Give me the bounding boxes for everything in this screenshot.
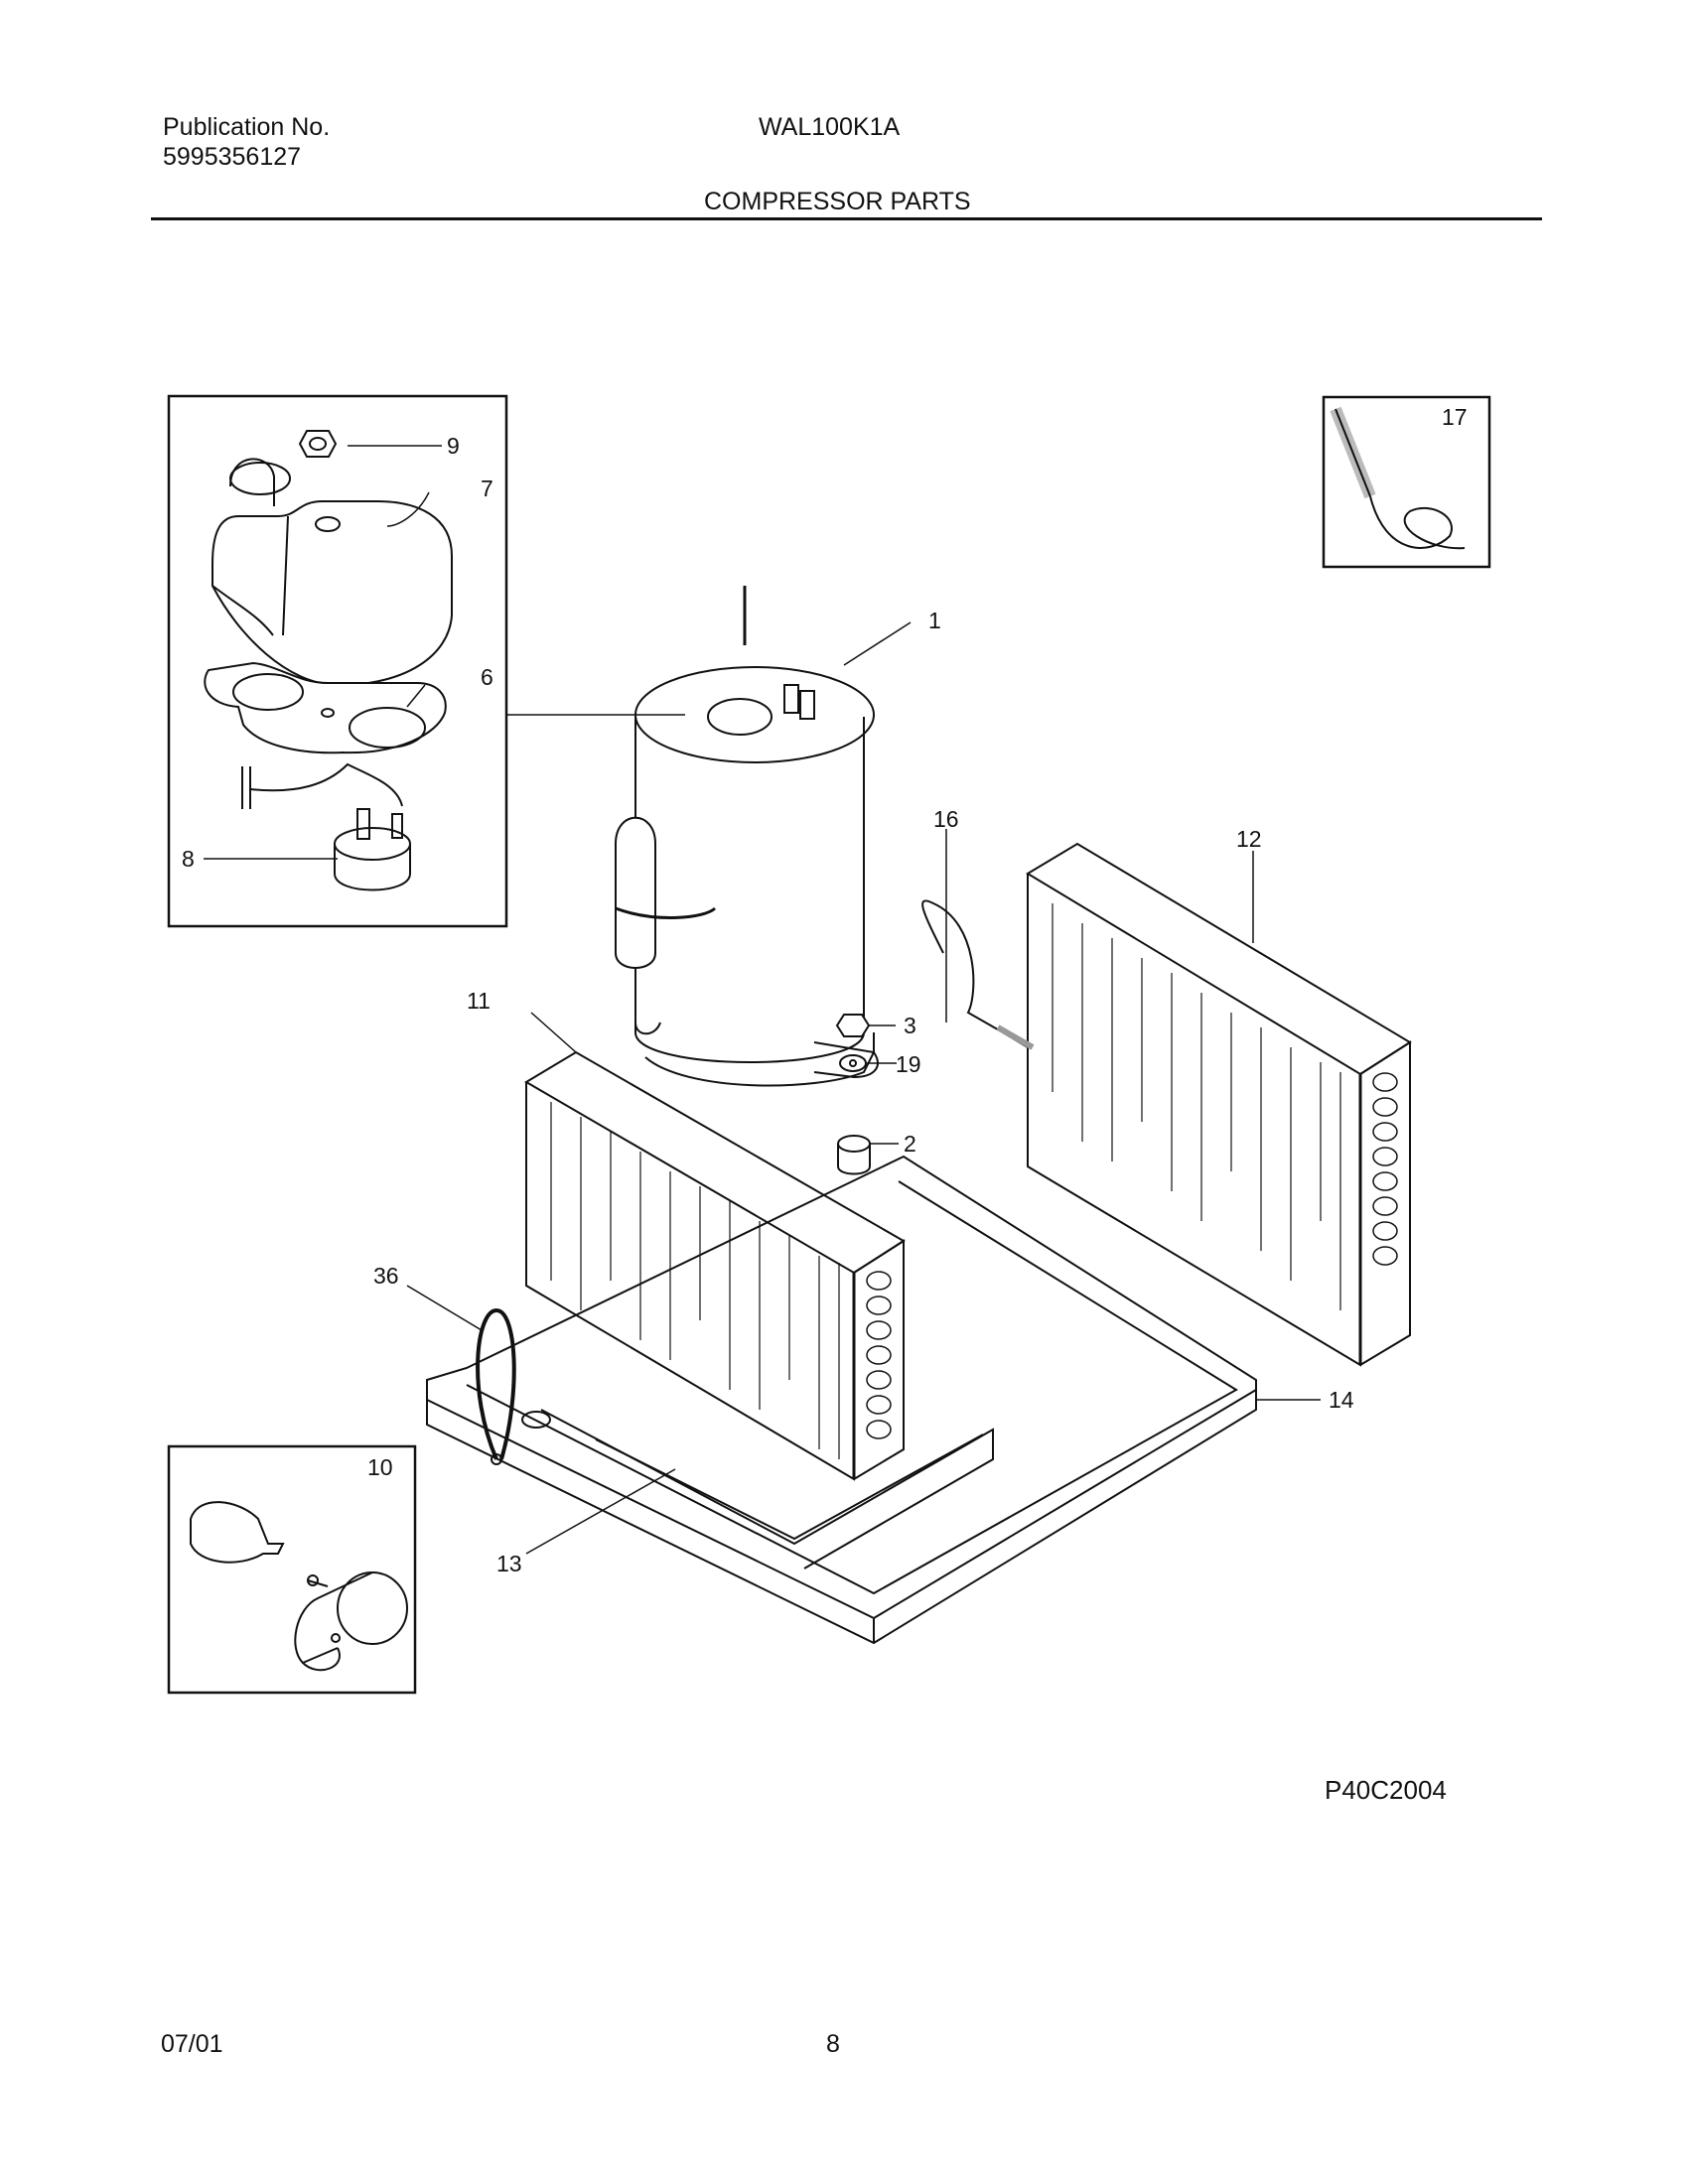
part-1-compressor	[615, 586, 879, 1087]
part-9-nut	[298, 430, 338, 458]
callout-13: 13	[496, 1551, 522, 1576]
callout-19: 19	[896, 1051, 921, 1077]
callout-1: 1	[928, 608, 941, 633]
publication-number: 5995356127	[163, 143, 302, 171]
footer-date: 07/01	[161, 2030, 223, 2058]
inset-cover-parts	[167, 394, 508, 928]
part-2-mount	[837, 1135, 871, 1175]
header-rule	[151, 217, 1542, 220]
inset-capacitor	[167, 1444, 417, 1695]
page-number: 8	[826, 2030, 840, 2058]
callout-8: 8	[182, 846, 195, 872]
part-36-tie-strap	[476, 1307, 516, 1465]
part-3-nut	[835, 1014, 871, 1037]
section-title: COMPRESSOR PARTS	[704, 188, 971, 215]
part-7-terminal-cover	[211, 458, 453, 687]
callout-6: 6	[481, 664, 493, 690]
callout-36: 36	[373, 1263, 399, 1289]
part-12-condenser-coil	[1026, 842, 1412, 1367]
callout-16: 16	[933, 806, 959, 832]
callout-9: 9	[447, 433, 460, 459]
part-8-overload	[241, 762, 411, 891]
callout-10: 10	[367, 1454, 393, 1480]
publication-label: Publication No.	[163, 113, 331, 141]
callout-11: 11	[467, 988, 491, 1014]
leader-lines	[204, 445, 1321, 1555]
callout-3: 3	[904, 1013, 916, 1038]
callout-17: 17	[1442, 404, 1468, 430]
part-11-evaporator-coil	[524, 1050, 906, 1481]
callout-12: 12	[1236, 826, 1262, 852]
part-19-washer	[839, 1054, 867, 1072]
part-13-duct	[595, 1433, 984, 1541]
figure-code: P40C2004	[1325, 1775, 1447, 1805]
callout-2: 2	[904, 1131, 916, 1157]
callout-14: 14	[1329, 1387, 1354, 1413]
part-16-sensor	[921, 899, 1035, 1050]
callout-7: 7	[481, 476, 493, 501]
model-number: WAL100K1A	[759, 113, 901, 141]
inset-thermistor	[1322, 395, 1491, 569]
part-6-gasket	[204, 661, 447, 754]
